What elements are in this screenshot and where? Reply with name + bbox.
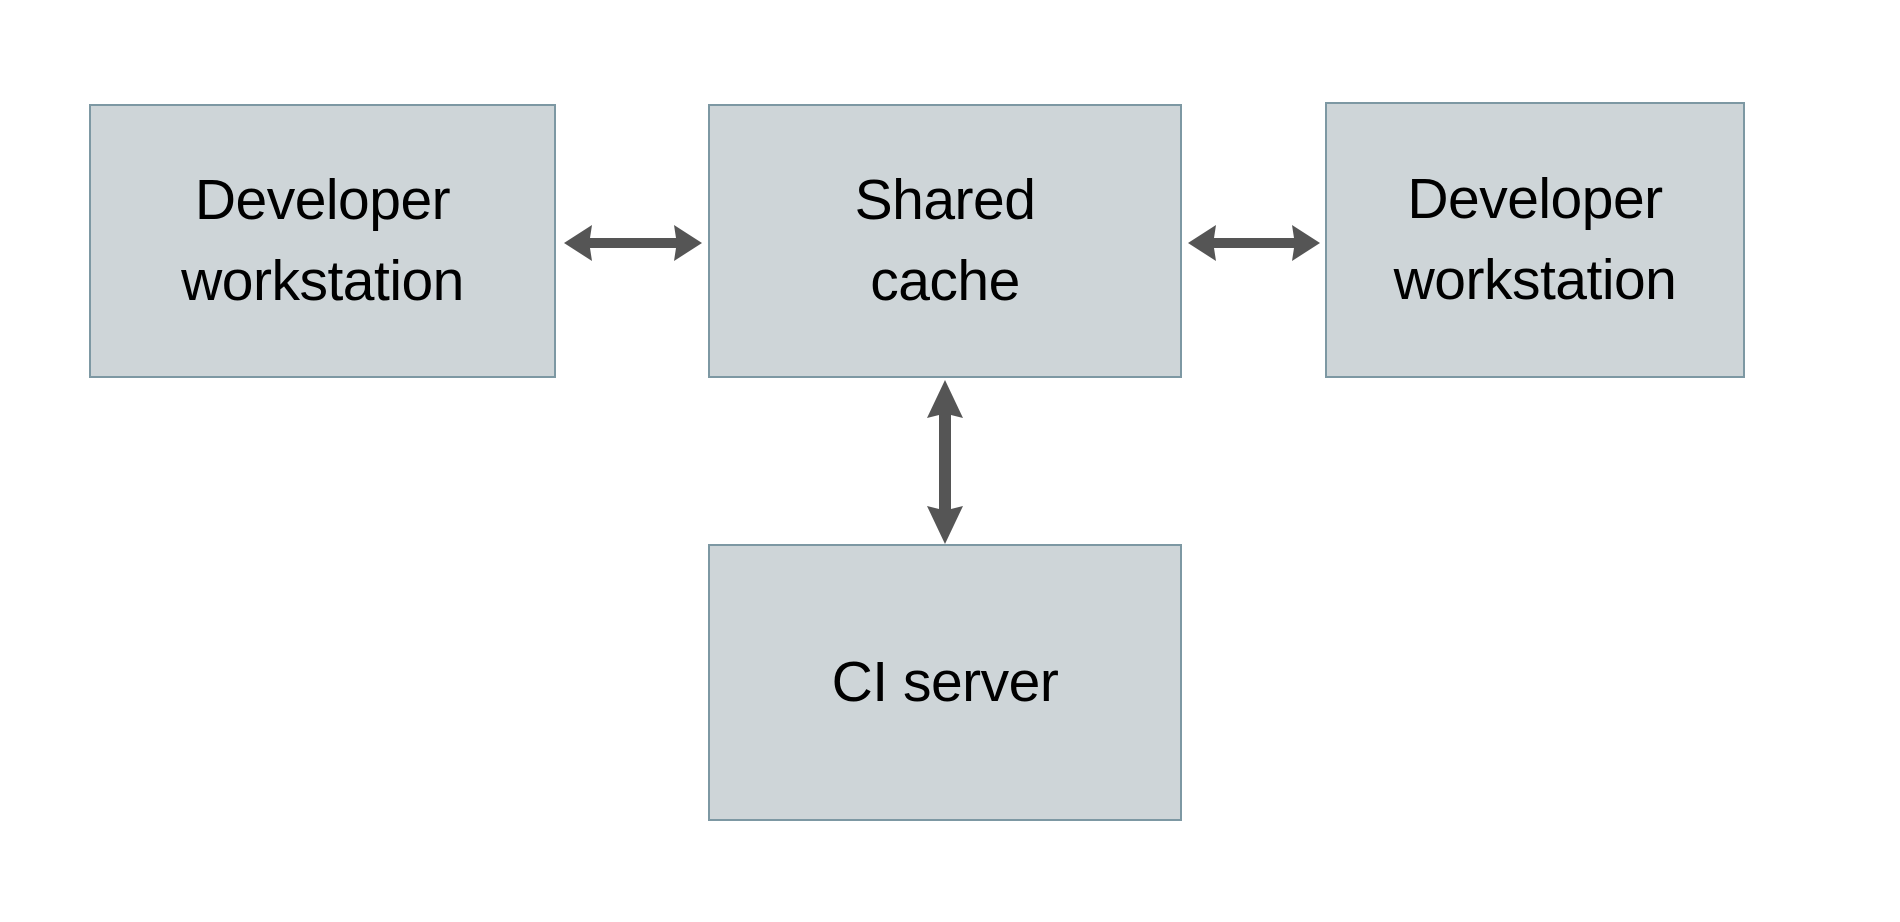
edge-dev-left-to-shared-cache [552,206,714,280]
node-developer-workstation-right[interactable]: Developer workstation [1325,102,1745,378]
edge-shared-cache-to-ci-server [908,374,982,550]
node-ci-server[interactable]: CI server [708,544,1182,821]
edge-shared-cache-to-dev-right [1178,206,1330,280]
node-developer-workstation-left[interactable]: Developer workstation [89,104,556,378]
node-label: CI server [831,650,1059,715]
double-headed-arrow-icon [927,380,963,544]
node-shared-cache[interactable]: Shared cache [708,104,1182,378]
node-label: Developer workstation [181,168,464,313]
double-headed-arrow-icon [564,225,702,261]
double-headed-arrow-icon [1188,225,1320,261]
node-label: Developer workstation [1393,167,1677,312]
node-label: Shared cache [854,168,1036,313]
